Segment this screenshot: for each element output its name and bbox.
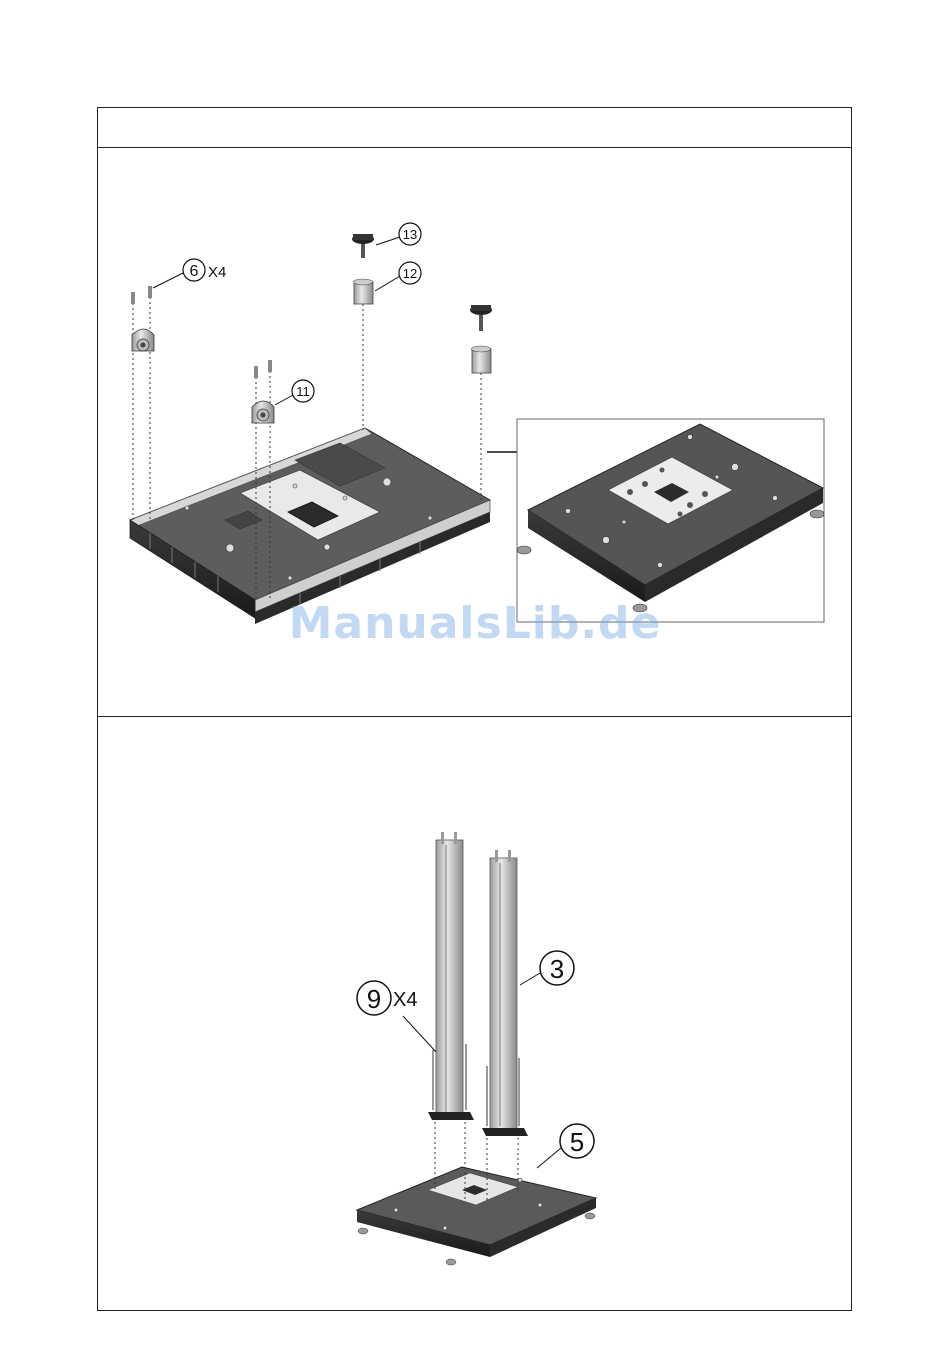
callout-12-spacer: 12 [375, 262, 421, 291]
callout-9-qty: X4 [393, 989, 417, 1011]
callout-12-number: 12 [403, 266, 417, 281]
callout-13-number: 13 [403, 227, 417, 242]
base-with-columns-drawing [357, 1167, 596, 1265]
corner-bracket-left [131, 286, 154, 522]
callout-6-number: 6 [190, 263, 199, 280]
callout-6-screws: 6 X4 [153, 259, 226, 288]
callout-3-number: 3 [550, 954, 564, 984]
leveling-foot-right [470, 305, 492, 500]
callout-5-base: 5 [537, 1124, 594, 1168]
leveling-foot-top [352, 234, 374, 430]
callout-11-number: 11 [296, 384, 310, 399]
callout-5-number: 5 [570, 1127, 584, 1157]
callout-3-columns: 3 [520, 951, 574, 985]
callout-13-knob: 13 [376, 223, 421, 245]
base-underside-drawing [130, 428, 490, 624]
callout-11-bracket: 11 [275, 380, 314, 405]
watermark-logo: ManualsLib.de [0, 598, 950, 649]
callout-9-number: 9 [367, 984, 381, 1014]
column-right [482, 850, 528, 1200]
callout-9-screws: 9 X4 [357, 981, 436, 1052]
column-left [428, 832, 474, 1200]
result-inset [517, 419, 824, 622]
callout-6-qty: X4 [208, 264, 226, 281]
